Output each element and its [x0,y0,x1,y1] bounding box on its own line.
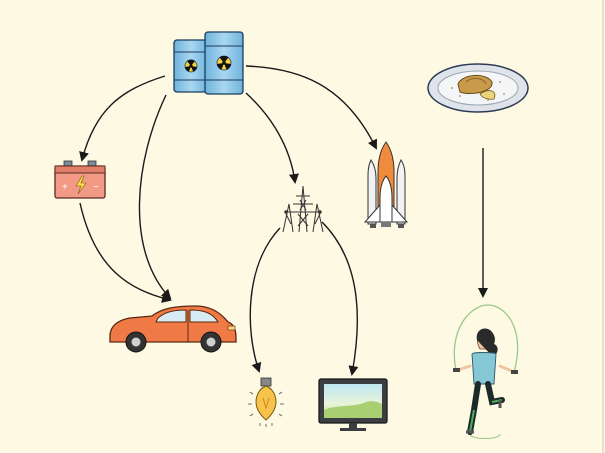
arrow-pylon-to-bulb [249,227,281,373]
car-icon [109,305,237,353]
arrow-barrels-to-battery [79,75,166,162]
light-bulb-icon [248,377,284,427]
radioactive-barrel-icon [173,31,244,95]
arrow-barrels-to-shuttle [245,65,377,150]
food-plate-icon [427,63,529,113]
arrow-barrels-to-pylon [245,92,299,184]
svg-text:−: − [93,182,99,193]
battery-icon: + − [54,160,106,199]
svg-text:+: + [62,182,68,193]
arrows [79,65,488,376]
power-pylon-icon [282,185,324,233]
tv-icon [318,378,388,431]
rocket-icon [363,141,409,228]
arrow-pylon-to-tv [321,221,359,376]
arrow-barrels-to-car [138,94,172,300]
arrow-battery-to-car [79,202,172,303]
jump-rope-person-icon [453,304,519,440]
